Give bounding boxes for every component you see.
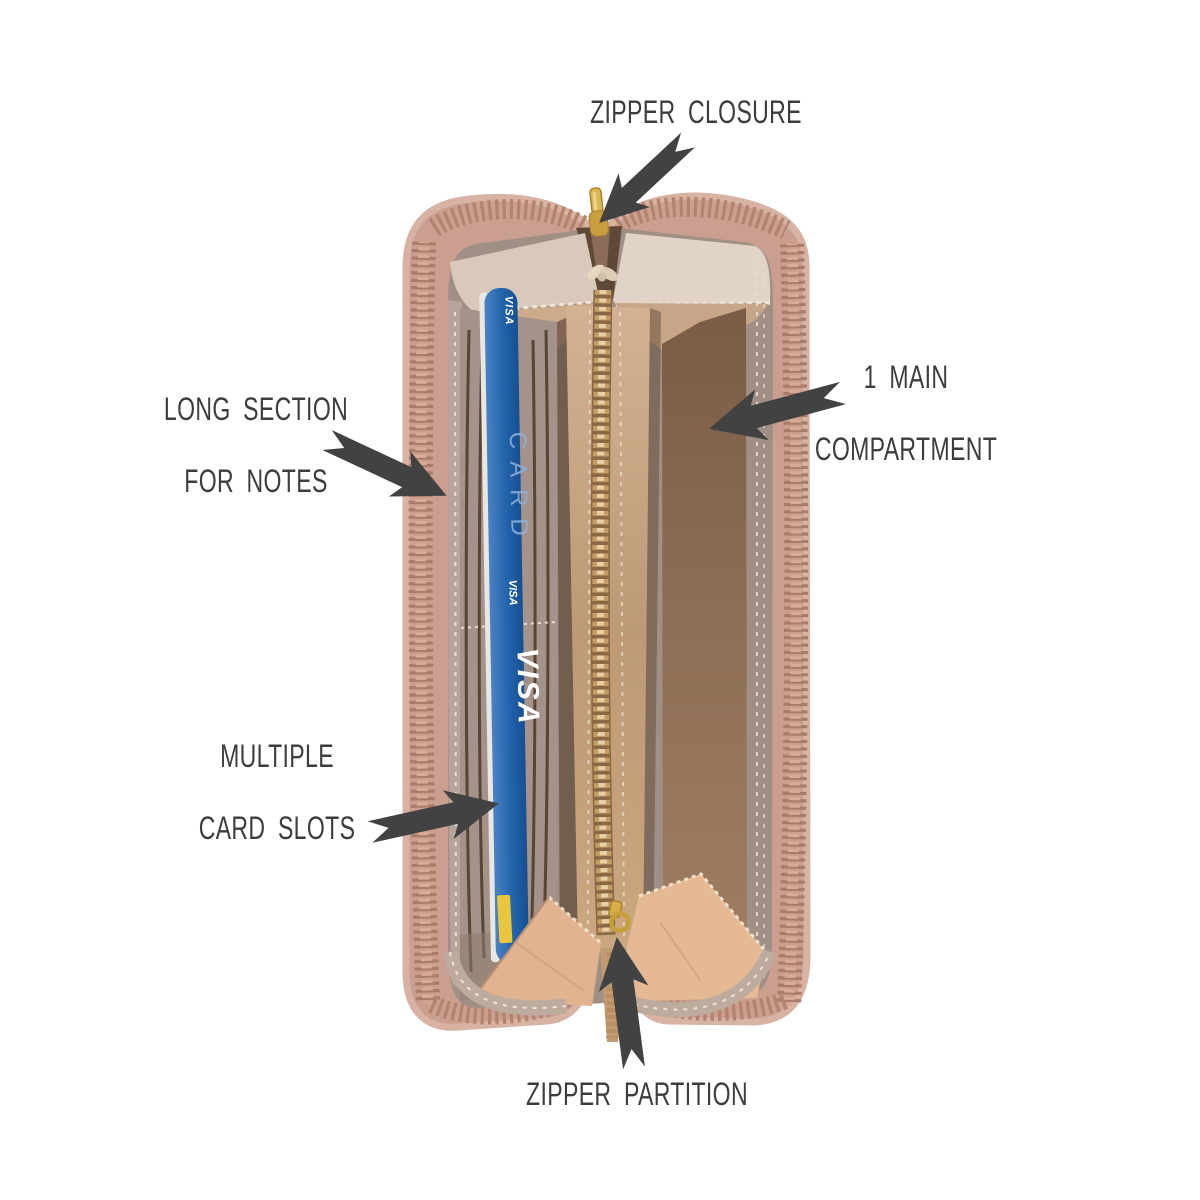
label-text: ZIPPER PARTITION [526,1076,748,1112]
card-brand-large: VISA [510,647,544,726]
label-line: FOR NOTES [184,463,328,499]
main-compartment-panel [662,262,765,986]
label-line: MULTIPLE [220,738,334,774]
tape-under-slider [590,227,610,268]
card-gold-strip [497,894,513,944]
card-brand-small-mid: VISA [506,580,518,606]
partition-zipper-pull [608,899,631,933]
label-line: LONG SECTION [163,391,349,427]
visa-card: VISA CARD VISA VISA [479,287,545,964]
label-line: 1 MAIN [863,359,949,395]
label-main-compartment: 1 MAIN COMPARTMENT [815,341,997,485]
partition-top-knot [587,264,618,282]
notes-section [448,300,462,990]
label-line: CARD SLOTS [198,810,356,846]
label-line: COMPARTMENT [814,431,998,467]
label-zipper-partition: ZIPPER PARTITION [526,1058,748,1130]
label-card-slots: MULTIPLE CARD SLOTS [199,720,356,864]
bottom-edge-bands [442,948,777,1018]
label-text: ZIPPER CLOSURE [590,94,802,130]
label-long-section: LONG SECTION FOR NOTES [164,373,348,517]
label-zipper-closure: ZIPPER CLOSURE [590,76,802,148]
inner-gussets [471,872,768,1006]
zipper-partition-panel [557,264,661,1042]
wallet-photo: VISA CARD VISA VISA [402,187,811,1042]
card-vertical-text: CARD [504,432,533,548]
card-brand-small-top: VISA [502,296,515,326]
